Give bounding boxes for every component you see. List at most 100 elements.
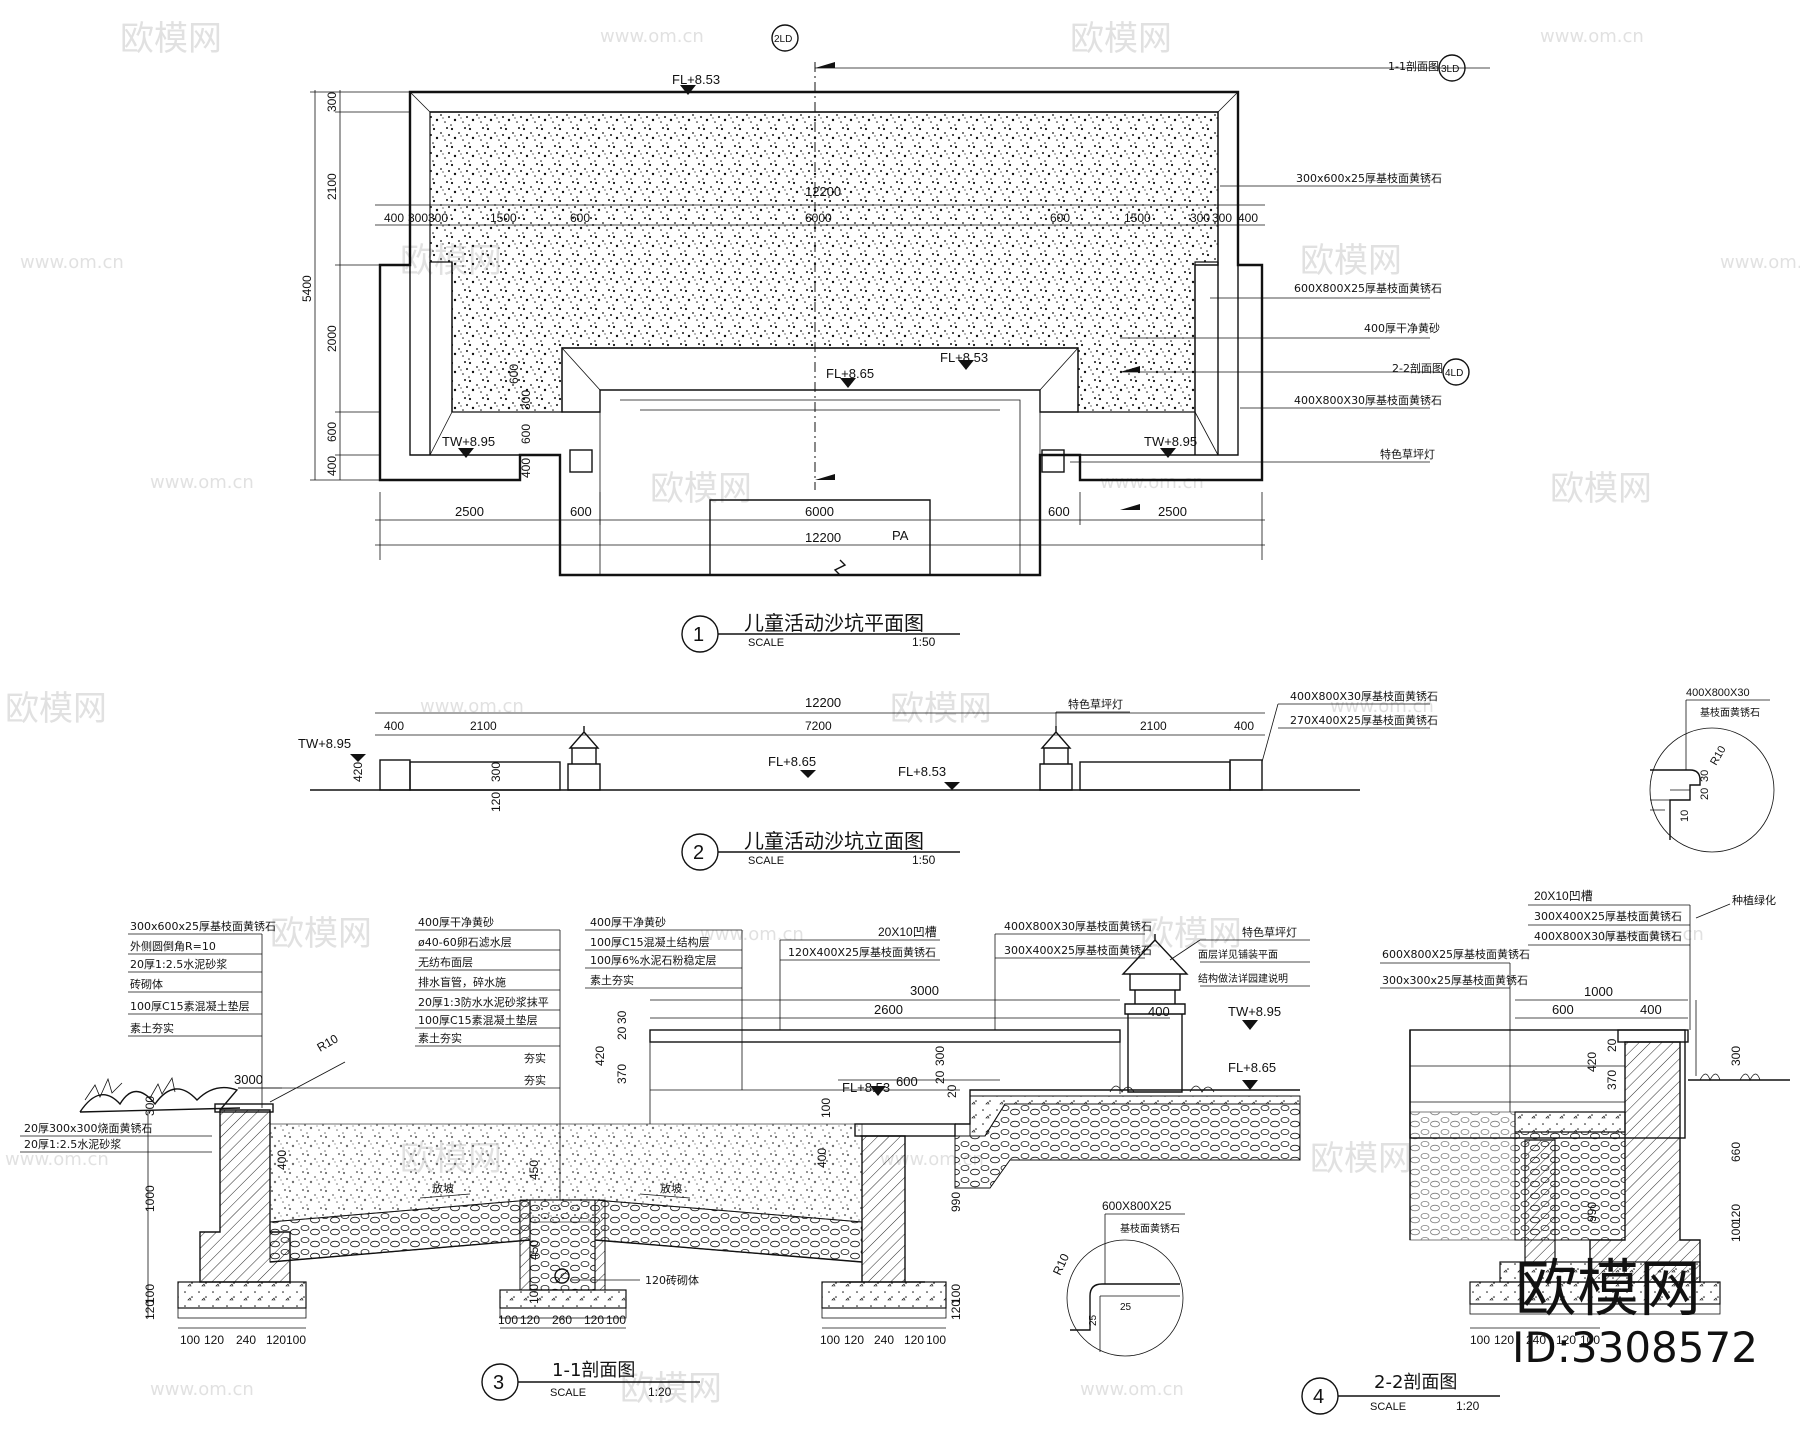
- sec1-footing-left-base: [177, 1307, 307, 1319]
- sec1-lamp-label: 面层详见铺装平面: [1198, 948, 1278, 961]
- detail-r10: 600X800X25 基枝面黄锈石 R10 25 25: [1050, 1199, 1185, 1357]
- sec1-slope-label: 放坡: [432, 1181, 454, 1195]
- sec2-paving-joints: [1410, 1065, 1625, 1103]
- sec1-slope-arrow: [419, 1193, 471, 1199]
- elev-title-number: 2: [693, 842, 704, 864]
- sec2-left-labels: 600X800X25厚基枝面黄锈石 300x300x25厚基枝面黄锈石: [1380, 947, 1530, 1112]
- plan-paving-outline: [709, 499, 931, 576]
- sec1-mid-label: 排水盲管，碎水施: [418, 975, 506, 989]
- sec1-title-number: 3: [493, 1372, 504, 1394]
- watermark-id: ID:3308572: [1512, 1323, 1758, 1372]
- watermark-url: www.om.cn: [1080, 1379, 1184, 1400]
- sec1-left-label: 素土夯实: [130, 1021, 174, 1035]
- plan-dim-top: 400: [384, 211, 404, 225]
- elev-fl2: FL+8.53: [898, 764, 946, 779]
- elevation-view: FL+8.65 FL+8.53 TW+8.95 特色草坪灯 400X800X30…: [298, 689, 1438, 871]
- plan-callout-4ld-text: 4LD: [1445, 368, 1463, 379]
- sec1-fl1: FL+8.65: [1228, 1060, 1276, 1075]
- sec1-dim-base: 120: [844, 1333, 864, 1347]
- sec1-lamp-label: 特色草坪灯: [1242, 925, 1297, 939]
- plan-view: FL+8.53 FL+8.65 FL+8.53 TW+8.95 TW+8.95 …: [300, 24, 1490, 653]
- sec2-dim-top: 400: [1640, 1002, 1662, 1017]
- sec2-bed-conc: [1514, 1111, 1626, 1133]
- sec1-right1-label: 20X10凹槽: [878, 925, 937, 939]
- sec2-green-leader: [1695, 903, 1731, 919]
- sec1-dim-v: 100: [819, 1098, 833, 1118]
- detail-coping-d: 30: [1699, 770, 1711, 782]
- sec1-left-bottom-label: 20厚300x300烧面黄锈石: [24, 1121, 153, 1135]
- sec1-dim-base: 100: [180, 1333, 200, 1347]
- plan-dim-bottom: 600: [1048, 504, 1070, 519]
- watermark-brand: 欧模网: [270, 914, 372, 954]
- sec2-dim-v: 990: [1585, 1202, 1599, 1222]
- plan-coping-right: [1080, 262, 1239, 456]
- plan-callout-top-text: 2LD: [774, 34, 792, 45]
- watermark-brand: 欧模网: [1550, 469, 1652, 509]
- plan-dims-left: 300 2100 2000 600 400 5400: [300, 90, 410, 481]
- sec1-fl-marker: [870, 1086, 886, 1096]
- watermark-url: www.om.cn: [600, 26, 704, 47]
- plan-tw-left: TW+8.95: [442, 434, 495, 449]
- plan-scale: 1:50: [912, 635, 936, 649]
- watermark-big-brand: 欧模网: [1515, 1252, 1701, 1325]
- sec1-slope-arrow: [639, 1193, 691, 1199]
- plan-dim-top-total: 12200: [805, 184, 841, 199]
- sec1-left-labels: 300x600x25厚基枝面黄锈石 外侧圆倒角R=10 20厚1:2.5水泥砂浆…: [20, 919, 276, 1153]
- plan-dim-v: 2100: [325, 173, 339, 200]
- sec2-dim-v: 300: [1729, 1046, 1743, 1066]
- watermark-url: www.om.cn: [700, 924, 804, 945]
- plan-pa-label: PA: [892, 528, 909, 543]
- sec1-dim-v: 300: [933, 1046, 947, 1066]
- sec2-dim-base: 120: [1556, 1333, 1576, 1347]
- sec2-bed-wall: [1524, 1139, 1556, 1263]
- plan-fl-mid1: FL+8.65: [826, 366, 874, 381]
- sec2-dim-base: 100: [1470, 1333, 1490, 1347]
- elev-dim: 2100: [1140, 719, 1167, 733]
- sec2-left-paving: [1409, 1111, 1516, 1241]
- elev-fl1: FL+8.65: [768, 754, 816, 769]
- sec2-dim-v: 20: [1605, 1038, 1619, 1052]
- sec1-dim-v: 120: [143, 1300, 157, 1320]
- sec1-right2-label: 300X400X25厚基枝面黄锈石: [1004, 943, 1152, 957]
- plan-section-arrow-bottom: [815, 474, 835, 480]
- watermark-url: www.om.cn: [1330, 696, 1434, 717]
- watermark-url: www.om.cn: [1540, 26, 1644, 47]
- sec2-footing-base: [1469, 1303, 1721, 1315]
- detail-coping-label2: 基枝面黄锈石: [1700, 706, 1760, 719]
- plan-dim-top: 600: [570, 211, 590, 225]
- watermark-url: www.om.cn: [20, 252, 124, 273]
- sec1-dim-v: 450: [527, 1160, 541, 1180]
- sec1-tw: TW+8.95: [1228, 1004, 1281, 1019]
- sec2-dim-base: 120: [1494, 1333, 1514, 1347]
- sec1-grass-detail: [84, 1076, 176, 1101]
- sec1-left-bottom-label: 20厚1:2.5水泥砂浆: [24, 1137, 121, 1151]
- sec1-paving-base: [954, 1103, 1301, 1189]
- sec1-dim-v: 400: [815, 1148, 829, 1168]
- sec2-green-label: 种植绿化: [1732, 893, 1776, 907]
- sec1-left-label: 外侧圆倒角R=10: [130, 940, 216, 953]
- elev-dim-v: 300: [489, 762, 503, 782]
- sec1-fl-marker: [1242, 1080, 1258, 1090]
- sec1-dim-v: 100: [949, 1284, 963, 1304]
- plan-dim-inner: 400: [519, 458, 533, 478]
- sec1-lamp-label: 结构做法详园建说明: [1198, 972, 1288, 985]
- sec1-dim-v: 450: [527, 1240, 541, 1260]
- sec1-lamp-grass: [1109, 1085, 1215, 1093]
- sec1-dim-base: 120: [520, 1313, 540, 1327]
- sec1-slope-lines: [269, 1239, 863, 1263]
- sec1-title: 1-1剖面图: [552, 1360, 635, 1381]
- watermark-stamp: 欧模网 ID:3308572: [1512, 1252, 1758, 1372]
- plan-dim-top: 600: [1050, 211, 1070, 225]
- sec1-dim-base: 100: [286, 1333, 306, 1347]
- detail-r10-label2: 基枝面黄锈石: [1120, 1222, 1180, 1235]
- elev-wall-right: [1079, 761, 1231, 791]
- elev-scale: 1:50: [912, 853, 936, 867]
- elev-dim: 2100: [470, 719, 497, 733]
- sec1-scale-label: SCALE: [550, 1387, 586, 1399]
- sec1-tamp-label: 夯实: [524, 1051, 546, 1065]
- sec1-dim-v: 20: [615, 1026, 629, 1040]
- sec1-dim-top: 3000: [234, 1072, 263, 1087]
- detail-coping-stone: [1650, 769, 1701, 840]
- detail-coping-lines: [1650, 789, 1690, 811]
